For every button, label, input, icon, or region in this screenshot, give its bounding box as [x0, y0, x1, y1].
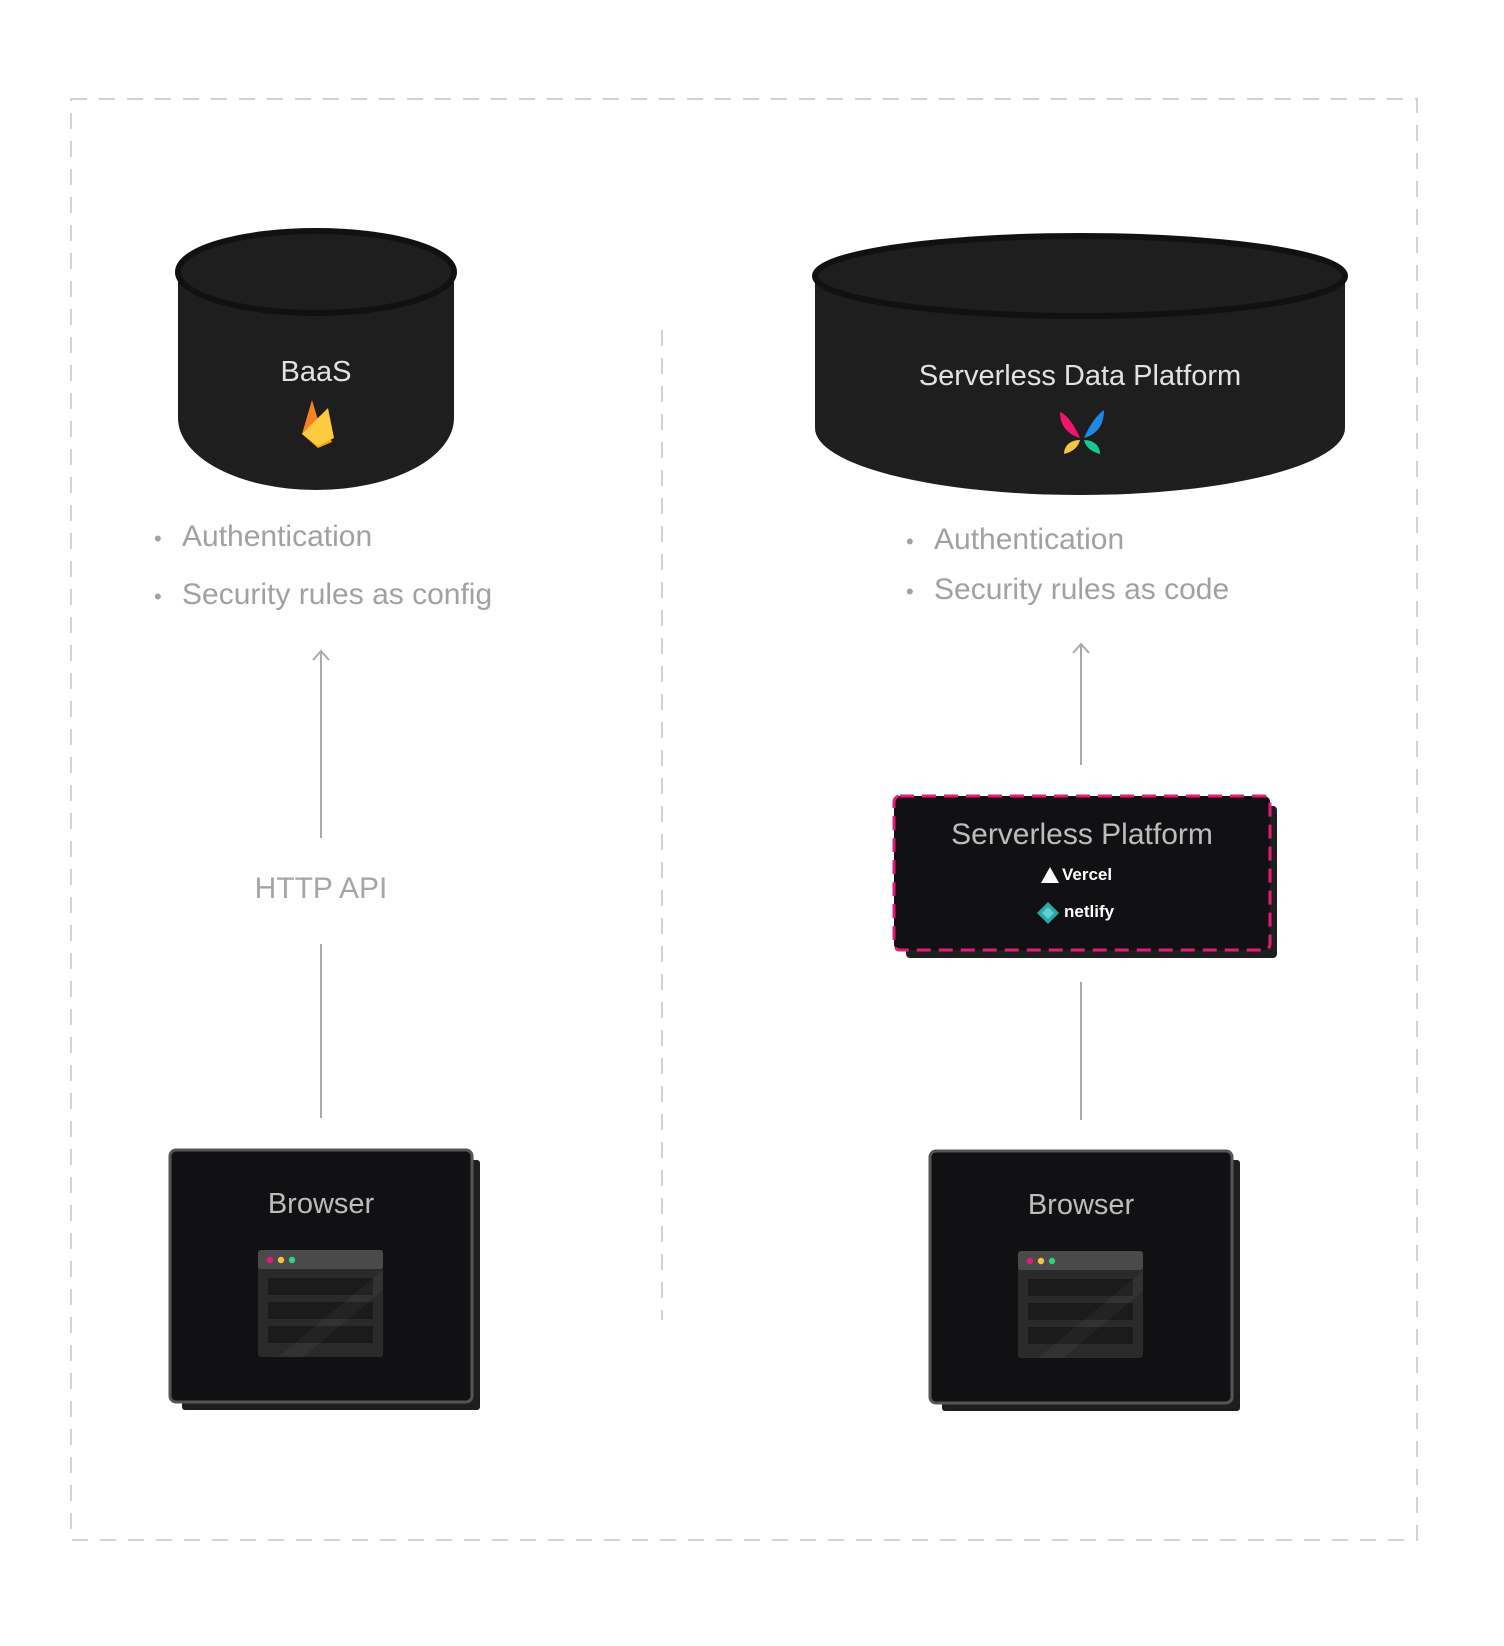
- right-browser-label: Browser: [1027, 1189, 1135, 1221]
- browser-window-icon: [1018, 1251, 1143, 1358]
- left-feature-security-rules: Security rules as config: [154, 578, 492, 612]
- vercel-triangle-icon: [1041, 867, 1059, 883]
- serverless-data-platform-cylinder: [812, 233, 1348, 495]
- browser-window-icon: [258, 1250, 383, 1357]
- outer-dashed-frame: [70, 98, 1418, 1541]
- serverless-platform-title: Serverless Platform: [951, 818, 1213, 851]
- left-arrow-up: [312, 649, 330, 838]
- http-api-label: HTTP API: [254, 872, 388, 905]
- netlify-icon: [1037, 902, 1059, 924]
- netlify-logo-text: netlify: [1064, 902, 1115, 921]
- baas-label: BaaS: [280, 356, 352, 388]
- butterfly-logo-icon: [1060, 410, 1104, 454]
- right-feature-authentication: Authentication: [906, 523, 1124, 557]
- left-browser-label: Browser: [267, 1188, 375, 1220]
- firebase-icon: [302, 400, 334, 448]
- left-feature-authentication: Authentication: [154, 520, 372, 554]
- right-feature-security-rules: Security rules as code: [906, 573, 1229, 607]
- serverless-platform-box: [892, 794, 1277, 958]
- serverless-data-platform-label: Serverless Data Platform: [918, 360, 1242, 392]
- vercel-logo-text: Vercel: [1062, 865, 1113, 884]
- baas-database-cylinder: [175, 228, 457, 490]
- right-arrow-up: [1072, 642, 1090, 765]
